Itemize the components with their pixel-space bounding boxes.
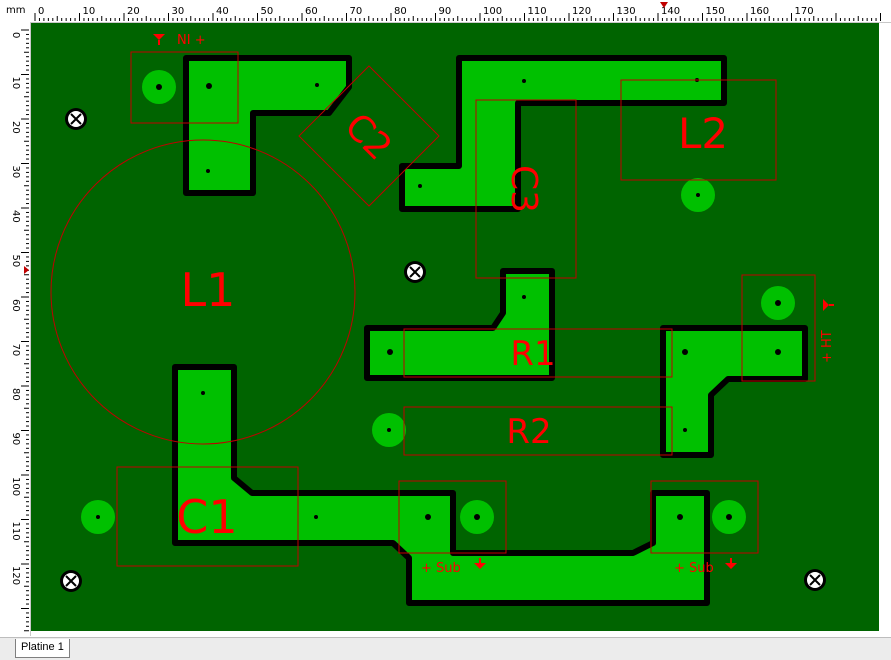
ground-symbol-sub-right	[725, 558, 737, 569]
mounting-hole-bottom-left[interactable]	[60, 570, 82, 592]
label-r1: R1	[510, 334, 555, 374]
ruler-unit-label: mm	[6, 5, 26, 16]
ruler-label: 20	[127, 6, 140, 17]
ruler-label: 0	[38, 6, 44, 17]
outline-ni-connector[interactable]	[130, 51, 239, 124]
track-ni-l1[interactable]	[183, 55, 352, 196]
outline-l1[interactable]	[50, 139, 356, 445]
top-ruler-scale: 0 10 20 30 40 50 60 70 80 90 100 110 120 130 140 150 160…	[34, 2, 881, 21]
component-outlines	[50, 51, 816, 567]
ruler-label: 10	[10, 77, 21, 90]
left-ruler-scale: 0 10 20 30 40 50 60 70 80 90 100 110 120	[10, 29, 29, 632]
ruler-label: 160	[750, 6, 769, 17]
outline-r2[interactable]	[403, 406, 673, 456]
ruler-label: 80	[394, 6, 407, 17]
ruler-label: 120	[10, 566, 21, 585]
ruler-label: 50	[261, 6, 274, 17]
ruler-label: 30	[10, 166, 21, 179]
ruler-label: 110	[10, 522, 21, 541]
outline-r1[interactable]	[403, 328, 673, 378]
outline-c2[interactable]	[298, 65, 440, 207]
ruler-label: 130	[617, 6, 636, 17]
top-ruler-ticks	[34, 13, 881, 21]
outline-l2[interactable]	[620, 79, 777, 181]
left-ruler-labels: 0 10 20 30 40 50 60 70 80 90 100 110 120	[10, 32, 21, 585]
ruler-label: 20	[10, 121, 21, 134]
label-ht-connector: + HT	[820, 330, 835, 363]
ruler-label: 10	[83, 6, 96, 17]
ruler-label: 110	[528, 6, 547, 17]
ruler-cursor-marker	[660, 2, 668, 8]
label-l2: L2	[678, 109, 728, 158]
pcb-canvas[interactable]: L1 L2 C1 C2 C3 R1 R2 NI + + HT + Sub + S…	[31, 23, 879, 631]
label-ni-connector: NI +	[177, 33, 206, 48]
outline-ht-connector[interactable]	[741, 274, 816, 382]
label-r2: R2	[506, 412, 551, 452]
left-ruler-ticks	[21, 29, 29, 632]
top-ruler-labels: 0 10 20 30 40 50 60 70 80 90 100 110 120 130 140 150 160…	[38, 6, 814, 17]
ruler-cursor-marker-vertical	[24, 266, 29, 274]
tab-platine-1[interactable]: Platine 1	[15, 639, 70, 658]
outline-c1[interactable]	[116, 466, 299, 567]
ruler-label: 60	[10, 299, 21, 312]
label-c3: C3	[503, 165, 544, 213]
ruler-label: 50	[10, 255, 21, 268]
ruler-label: 80	[10, 388, 21, 401]
ruler-label: 40	[10, 210, 21, 223]
track-c2-c3-l2[interactable]	[399, 55, 727, 212]
label-c2: C2	[336, 106, 399, 169]
left-ruler: 0 10 20 30 40 50 60 70 80 90 100 110 120	[0, 22, 31, 636]
ground-symbol-ht	[823, 299, 834, 311]
mounting-hole-center[interactable]	[404, 261, 426, 283]
track-ht-r2[interactable]	[660, 325, 808, 458]
pcb-layout[interactable]: L1 L2 C1 C2 C3 R1 R2 NI + + HT + Sub + S…	[31, 23, 879, 631]
ruler-label: 30	[172, 6, 185, 17]
outline-c3[interactable]	[475, 99, 577, 279]
ruler-label: 170	[795, 6, 814, 17]
label-sub-left-connector: + Sub	[421, 561, 461, 576]
ruler-label: 40	[216, 6, 229, 17]
ruler-label: 120	[572, 6, 591, 17]
ground-symbol-sub-left	[474, 558, 486, 569]
label-c1: C1	[176, 490, 237, 544]
mounting-holes	[60, 108, 826, 592]
label-sub-right-connector: + Sub	[674, 561, 714, 576]
outline-sub-left-connector[interactable]	[398, 480, 507, 554]
ruler-label: 100	[483, 6, 502, 17]
ruler-label: 70	[350, 6, 363, 17]
ruler-label: 60	[305, 6, 318, 17]
label-l1: L1	[181, 263, 236, 317]
mounting-hole-top-left[interactable]	[65, 108, 87, 130]
mounting-hole-bottom-right[interactable]	[804, 569, 826, 591]
ruler-label: 90	[10, 433, 21, 446]
top-ruler: mm 0 10 20 30 40 50 60 70 80 90 100 110 120 130 140 150…	[0, 0, 891, 23]
ruler-label: 70	[10, 344, 21, 357]
track-r1-c3[interactable]	[364, 268, 555, 381]
ruler-label: 0	[10, 32, 21, 38]
outline-sub-right-connector[interactable]	[650, 480, 759, 554]
ground-symbol-ni	[153, 34, 165, 45]
ruler-label: 100	[10, 477, 21, 496]
track-c1-sub[interactable]	[172, 364, 710, 606]
ruler-label: 150	[706, 6, 725, 17]
ruler-label: 140	[661, 6, 680, 17]
ruler-label: 90	[439, 6, 452, 17]
layout-tab-bar: Platine 1	[0, 637, 891, 660]
